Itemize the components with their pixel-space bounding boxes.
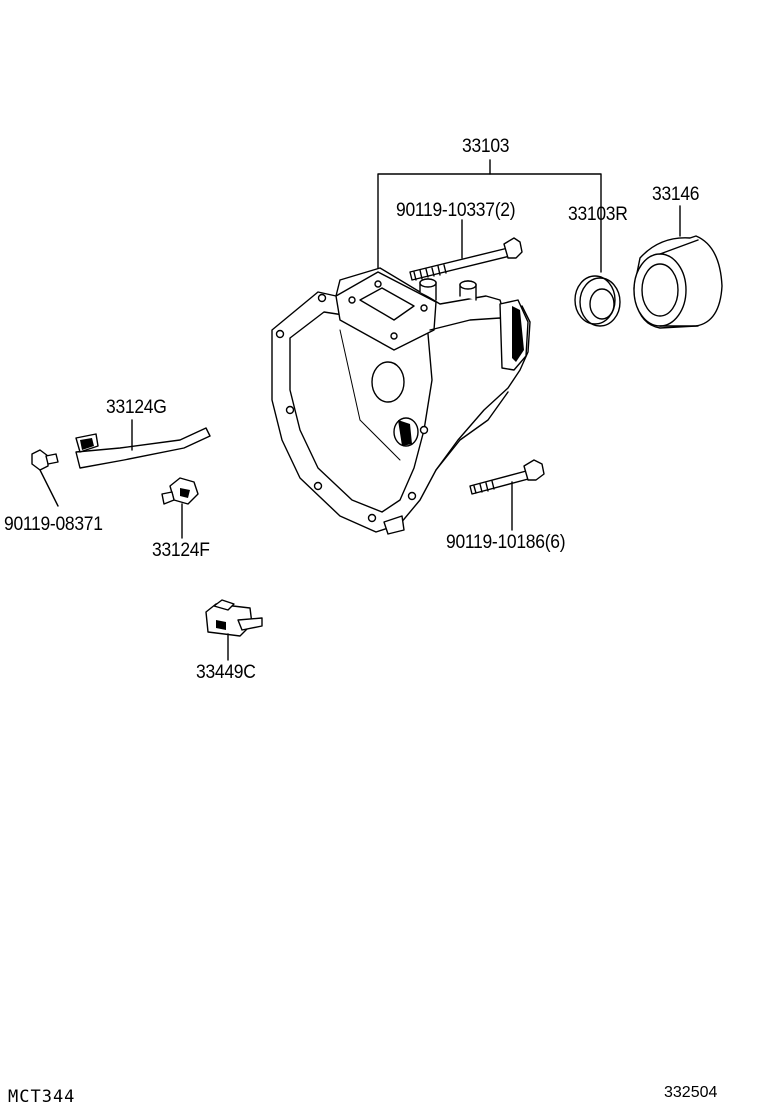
- lever-drawing: [75, 419, 211, 469]
- label-33449c: 33449C: [196, 662, 256, 683]
- label-33146: 33146: [652, 184, 700, 205]
- connector-drawing: [205, 599, 263, 661]
- label-33103: 33103: [462, 136, 510, 157]
- label-90119-10337: 90119-10337(2): [396, 200, 516, 221]
- bolt-lower-drawing: [469, 459, 545, 531]
- label-90119-08371: 90119-08371: [4, 514, 103, 535]
- small-bolt-drawing: [31, 449, 59, 507]
- oil-seal-drawing: [574, 275, 621, 327]
- transmission-case-drawing: [271, 267, 531, 535]
- label-33124f: 33124F: [152, 540, 210, 561]
- catalog-number: 332504: [664, 1084, 718, 1101]
- bolt-upper-drawing: [409, 219, 523, 281]
- label-33124g: 33124G: [106, 397, 167, 418]
- clip-drawing: [161, 477, 199, 539]
- label-90119-10186: 90119-10186(6): [446, 532, 566, 553]
- label-33103r: 33103R: [568, 204, 628, 225]
- leader-33103: [377, 159, 602, 273]
- cover-drawing: [633, 205, 723, 329]
- diagram-code: MCT344: [8, 1087, 76, 1107]
